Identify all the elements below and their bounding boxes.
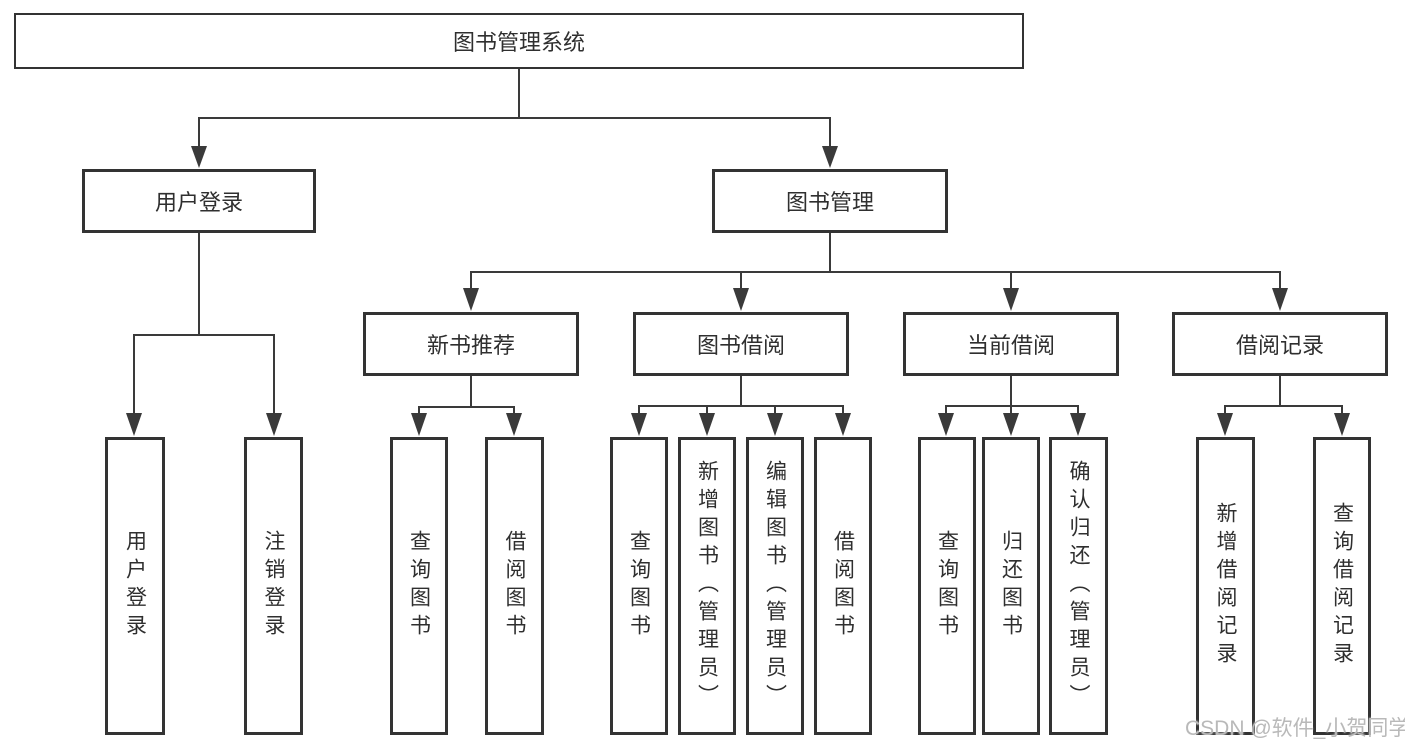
node-new-book-recommend: 新书推荐: [363, 312, 579, 376]
leaf-recommend-query-books: 查询图书: [390, 437, 448, 735]
leaf-records-query-borrow-record: 查询借阅记录: [1313, 437, 1371, 735]
connector-current-to-leaves: [938, 376, 1086, 436]
leaf-records-add-borrow-record: 新增借阅记录: [1196, 437, 1255, 735]
leaf-borrow-borrow-books: 借阅图书: [814, 437, 872, 735]
connector-records-to-leaves: [1217, 376, 1350, 436]
node-current-borrow: 当前借阅: [903, 312, 1119, 376]
leaf-user-login: 用户登录: [105, 437, 165, 735]
connector-recommend-to-leaves: [411, 376, 522, 436]
leaf-borrow-query-books: 查询图书: [610, 437, 668, 735]
connector-root-to-level2: [191, 69, 838, 168]
node-book-management: 图书管理: [712, 169, 948, 233]
connector-bookmgmt-to-level3: [463, 233, 1288, 311]
leaf-borrow-add-books-admin: 新增图书（管理员）: [678, 437, 736, 735]
node-library-management-system: 图书管理系统: [14, 13, 1024, 69]
node-book-borrow: 图书借阅: [633, 312, 849, 376]
connector-borrow-to-leaves: [631, 376, 851, 436]
leaf-recommend-borrow-books: 借阅图书: [485, 437, 544, 735]
leaf-current-confirm-return-admin: 确认归还（管理员）: [1049, 437, 1108, 735]
connector-userlogin-to-leaves: [126, 233, 282, 436]
leaf-current-return-books: 归还图书: [982, 437, 1040, 735]
leaf-logout: 注销登录: [244, 437, 303, 735]
node-borrow-records: 借阅记录: [1172, 312, 1388, 376]
leaf-borrow-edit-books-admin: 编辑图书（管理员）: [746, 437, 804, 735]
node-user-login: 用户登录: [82, 169, 316, 233]
csdn-watermark: CSDN @软件_小贺同学: [1185, 717, 1405, 740]
leaf-current-query-books: 查询图书: [918, 437, 976, 735]
